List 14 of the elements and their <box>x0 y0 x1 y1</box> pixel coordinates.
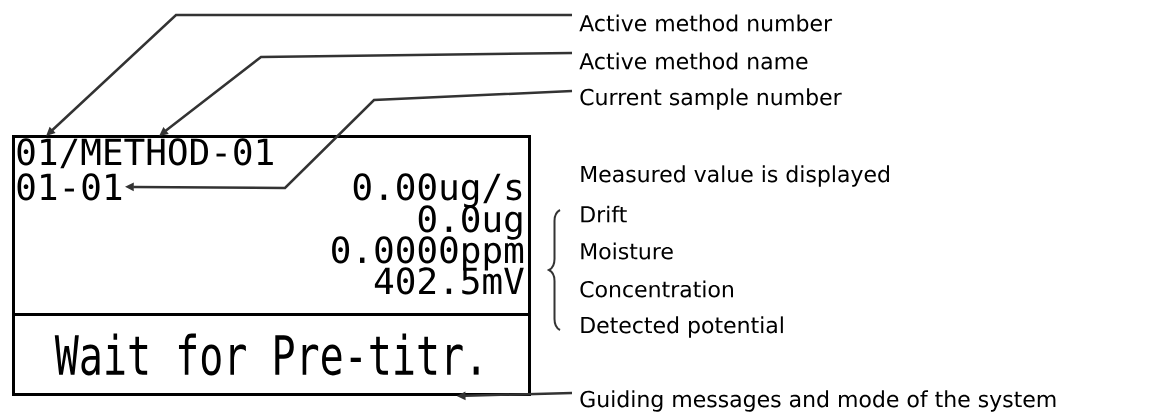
leader-line <box>46 13 572 136</box>
annotation-text: Concentration <box>580 280 733 298</box>
callout-text: Active method name <box>579 52 808 70</box>
annotation-text: Detected potential <box>581 316 783 338</box>
annotation-text: Drift <box>581 205 627 223</box>
display-frame <box>12 135 531 316</box>
callout-text: Current sample number <box>580 88 842 110</box>
annotation-text: Moisture <box>581 242 673 260</box>
display-text: 01-01 <box>17 173 122 201</box>
annotation-text: Measured value is displayed <box>581 165 889 187</box>
message-panel: Wait for Pre-titr. <box>12 313 531 396</box>
callout-text: Guiding messages and mode of the system <box>580 390 1056 412</box>
display-text: 01/METHOD-01 <box>17 138 273 169</box>
callout-text: Active method number <box>579 14 833 32</box>
